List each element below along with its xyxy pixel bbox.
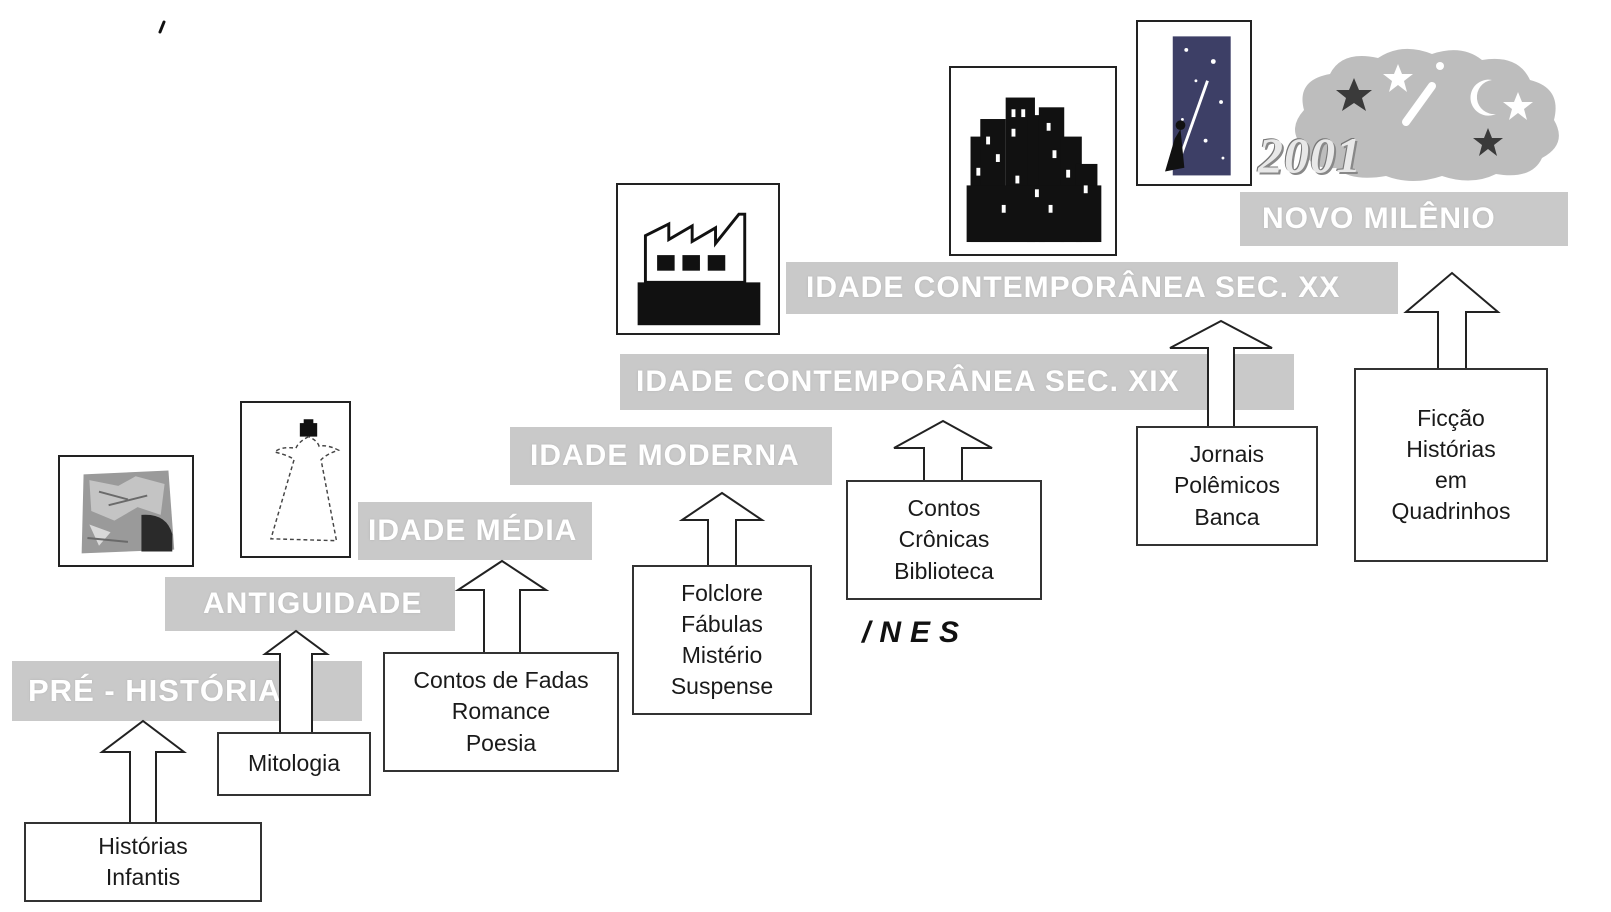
- era-label-contemporanea-xx: IDADE CONTEMPORÂNEA SEC. XX: [806, 271, 1341, 304]
- box-line: Ficção: [1417, 404, 1485, 431]
- content-box-contemporanea-xix: Contos Crônicas Biblioteca: [846, 480, 1042, 600]
- box-line: Fábulas: [681, 610, 763, 637]
- content-box-idade-moderna: Folclore Fábulas Mistério Suspense: [632, 565, 812, 715]
- year-2001: 2001: [1258, 127, 1362, 183]
- factory-icon: [616, 183, 780, 335]
- box-line: Poesia: [465, 729, 537, 756]
- night-cloud-icon: [1295, 48, 1559, 181]
- arrow-idade-media: [454, 559, 550, 655]
- box-line: Polêmicos: [1173, 472, 1281, 499]
- box-line: Suspense: [670, 673, 774, 700]
- era-label-contemporanea-xix: IDADE CONTEMPORÂNEA SEC. XIX: [636, 365, 1180, 398]
- telescope-stars-icon: [1136, 20, 1252, 186]
- box-line: Folclore: [681, 579, 763, 606]
- box-line: Histórias: [1406, 435, 1496, 462]
- era-band-idade-moderna: IDADE MODERNA: [510, 427, 832, 485]
- box-line: Contos: [907, 495, 981, 522]
- ines-logo: /NES: [862, 616, 969, 649]
- content-box-contemporanea-xx: Jornais Polêmicos Banca: [1136, 426, 1318, 546]
- content-box-pre-historia: Histórias Infantis: [24, 822, 262, 902]
- box-line: Banca: [1194, 503, 1260, 530]
- stray-mark: [158, 20, 166, 34]
- era-band-idade-media: IDADE MÉDIA: [358, 502, 592, 560]
- arrow-novo-milenio: [1403, 271, 1501, 371]
- arrow-antiguidade: [262, 629, 330, 735]
- era-band-contemporanea-xix: IDADE CONTEMPORÂNEA SEC. XIX: [620, 354, 1294, 410]
- box-line: Romance: [451, 698, 551, 725]
- box-line: Quadrinhos: [1391, 498, 1511, 525]
- era-label-antiguidade: ANTIGUIDADE: [203, 587, 423, 620]
- era-label-idade-media: IDADE MÉDIA: [368, 514, 578, 547]
- content-box-antiguidade: Mitologia: [217, 732, 371, 796]
- robed-figure-icon: [240, 401, 351, 558]
- arrow-contemporanea-xix: [893, 419, 993, 483]
- era-label-novo-milenio: NOVO MILÊNIO: [1262, 202, 1496, 235]
- box-line: Biblioteca: [894, 557, 994, 584]
- era-band-novo-milenio: NOVO MILÊNIO: [1240, 192, 1568, 246]
- content-box-novo-milenio: Ficção Histórias em Quadrinhos: [1354, 368, 1548, 562]
- era-band-antiguidade: ANTIGUIDADE: [165, 577, 455, 631]
- box-line: Histórias: [98, 832, 188, 859]
- box-line: Mitologia: [247, 750, 341, 777]
- box-line: Infantis: [105, 864, 181, 890]
- box-line: Mistério: [681, 642, 763, 668]
- cave-icon: [58, 455, 194, 567]
- era-label-pre-historia: PRÉ - HISTÓRIA: [28, 673, 282, 708]
- content-box-idade-media: Contos de Fadas Romance Poesia: [383, 652, 619, 772]
- era-band-contemporanea-xx: IDADE CONTEMPORÂNEA SEC. XX: [786, 262, 1398, 314]
- box-line: Contos de Fadas: [413, 667, 589, 694]
- box-line: Crônicas: [898, 526, 990, 553]
- box-line: em: [1435, 467, 1467, 493]
- box-line: Jornais: [1189, 441, 1265, 468]
- arrow-idade-moderna: [678, 491, 766, 567]
- city-skyline-icon: [949, 66, 1117, 256]
- arrow-contemporanea-xx: [1169, 319, 1273, 429]
- era-label-idade-moderna: IDADE MODERNA: [530, 439, 800, 472]
- arrow-pre-historia: [99, 719, 187, 825]
